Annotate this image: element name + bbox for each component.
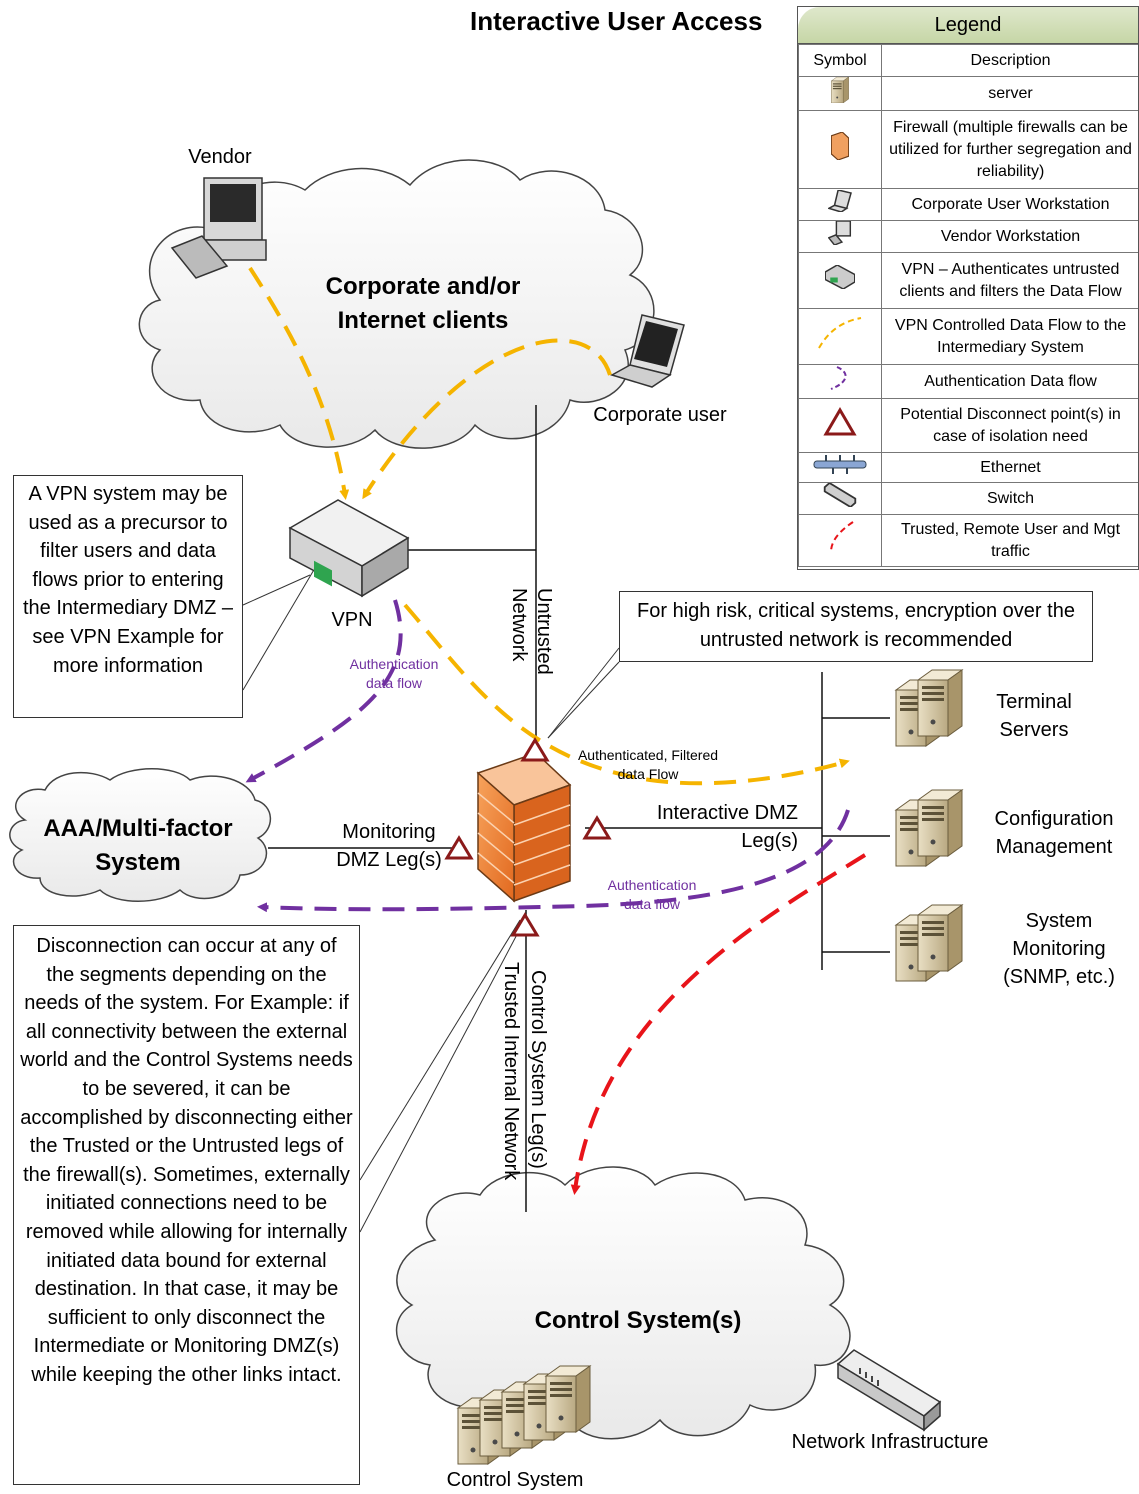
terminal-servers-icon bbox=[896, 670, 962, 746]
config-management-label: Configuration Management bbox=[984, 805, 1124, 861]
diagram-title: Interactive User Access bbox=[470, 4, 762, 38]
disconnect-point-untrusted bbox=[523, 740, 547, 760]
terminal-servers-label: Terminal Servers bbox=[982, 688, 1086, 744]
interactive-dmz-label: Interactive DMZ Leg(s) bbox=[622, 799, 798, 855]
monitoring-dmz-label: Monitoring DMZ Leg(s) bbox=[330, 818, 448, 874]
legend-row-description: Vendor Workstation bbox=[882, 221, 1139, 253]
red-triangle-icon bbox=[823, 407, 857, 437]
control-cloud bbox=[397, 1167, 850, 1439]
network-infrastructure-label: Network Infrastructure bbox=[770, 1428, 1010, 1456]
corporate-user-label: Corporate user bbox=[570, 401, 750, 429]
legend-row-description: Trusted, Remote User and Mgt traffic bbox=[882, 515, 1139, 567]
disconnect-note: Disconnection can occur at any of the se… bbox=[13, 925, 360, 1485]
legend-row-description: Authentication Data flow bbox=[882, 365, 1139, 399]
firewall-icon bbox=[831, 132, 849, 160]
switch-icon bbox=[822, 483, 858, 507]
legend-row-description: Ethernet bbox=[882, 453, 1139, 483]
vendor-workstation-icon bbox=[828, 221, 852, 245]
system-monitoring-servers-icon bbox=[896, 905, 962, 981]
purple-dashed-arrow-icon bbox=[827, 365, 853, 391]
config-management-servers-icon bbox=[896, 790, 962, 866]
legend-title: Legend bbox=[798, 7, 1138, 44]
vendor-label: Vendor bbox=[170, 143, 270, 171]
control-cloud-label: Control System(s) bbox=[518, 1304, 758, 1338]
legend-header-description: Description bbox=[882, 45, 1139, 77]
red-dashed-arrow-icon bbox=[825, 520, 855, 554]
auth-flow-label-bottom: Authentication data flow bbox=[598, 876, 706, 914]
trusted-internal-network-label: Trusted Internal Network bbox=[499, 962, 523, 1180]
legend-row-description: Corporate User Workstation bbox=[882, 189, 1139, 221]
auth-flow-label-top: Authentication data flow bbox=[340, 655, 448, 693]
vpn-label: VPN bbox=[320, 606, 384, 634]
legend-row-description: server bbox=[882, 77, 1139, 111]
authenticated-filtered-flow-label: Authenticated, Filtered data Flow bbox=[568, 746, 728, 784]
server-icon bbox=[830, 77, 850, 103]
control-system-legs-label: Control System Leg(s) bbox=[526, 970, 550, 1169]
untrusted-network-label: Untrusted Network bbox=[506, 588, 556, 648]
legend-row-description: Switch bbox=[882, 483, 1139, 515]
yellow-dashed-arrow-icon bbox=[817, 316, 863, 350]
legend-header-symbol: Symbol bbox=[799, 45, 882, 77]
switch-icon bbox=[838, 1350, 940, 1430]
vpn-device-icon bbox=[290, 500, 408, 596]
legend-row-description: VPN – Authenticates untrusted clients an… bbox=[882, 253, 1139, 309]
vpn-device-icon bbox=[825, 265, 855, 289]
legend-row-description: VPN Controlled Data Flow to the Intermed… bbox=[882, 309, 1139, 365]
ethernet-bus-icon bbox=[812, 453, 868, 475]
system-monitoring-label: System Monitoring (SNMP, etc.) bbox=[994, 907, 1124, 991]
laptop-icon bbox=[828, 190, 852, 212]
firewall-icon bbox=[478, 753, 570, 901]
encryption-note: For high risk, critical systems, encrypt… bbox=[619, 591, 1093, 662]
legend-row-description: Potential Disconnect point(s) in case of… bbox=[882, 399, 1139, 453]
legend-row-description: Firewall (multiple firewalls can be util… bbox=[882, 111, 1139, 189]
legend-table: Symbol Description server Firewall (mult… bbox=[798, 44, 1139, 567]
corporate-cloud-label: Corporate and/or Internet clients bbox=[318, 270, 528, 338]
control-system-label: Control System bbox=[430, 1466, 600, 1494]
vpn-note: A VPN system may be used as a precursor … bbox=[13, 475, 243, 718]
legend: Legend Symbol Description server Firewal… bbox=[797, 6, 1139, 570]
aaa-cloud-label: AAA/Multi-factor System bbox=[28, 812, 248, 880]
